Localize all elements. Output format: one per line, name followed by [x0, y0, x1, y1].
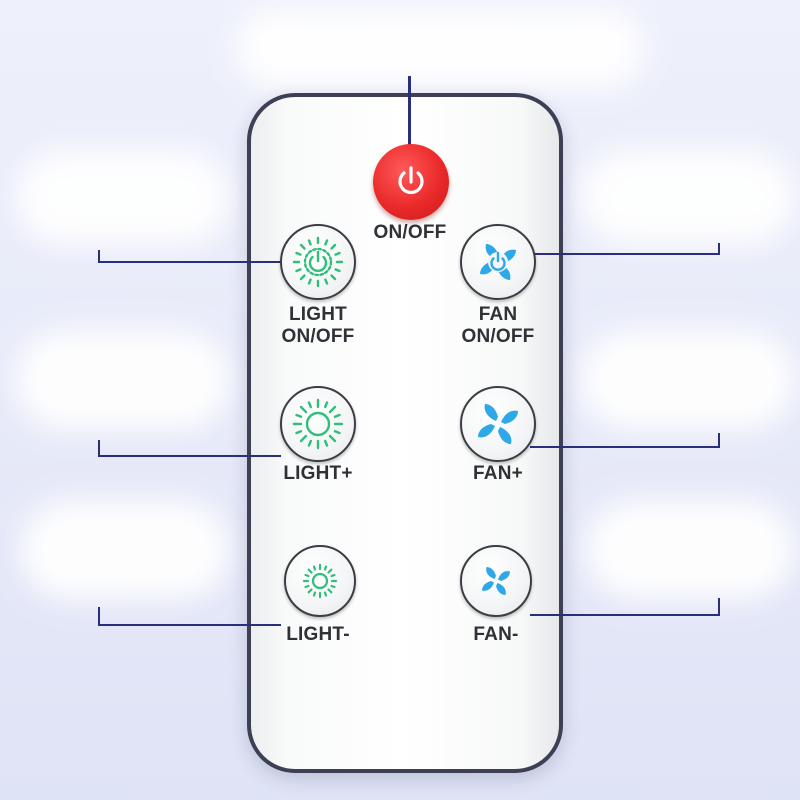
- power-icon: [398, 166, 424, 195]
- fan-plus-label: FAN+: [473, 463, 523, 484]
- fan-on-off-button[interactable]: [460, 224, 536, 300]
- callout-line-light-minus-tick: [98, 607, 100, 626]
- callout-line-light-onoff-tick: [98, 250, 100, 263]
- fan-minus-label: FAN-: [473, 624, 519, 645]
- light-on-off-label: LIGHT ON/OFF: [258, 304, 378, 348]
- light-on-off-label-line2: ON/OFF: [281, 326, 355, 347]
- callout-line-power: [408, 76, 411, 146]
- blurred-caption-left-2: [15, 330, 230, 430]
- fan-on-off-label: FAN ON/OFF: [438, 304, 558, 348]
- callout-line-fan-onoff: [530, 253, 720, 255]
- fan-on-off-label-line1: FAN: [478, 304, 518, 325]
- callout-line-light-plus-tick: [98, 440, 100, 457]
- callout-line-fan-onoff-tick: [718, 243, 720, 255]
- light-minus-button[interactable]: [284, 545, 356, 617]
- sun-large-icon: [292, 398, 344, 450]
- light-plus-button[interactable]: [280, 386, 356, 462]
- blurred-caption-right-1: [580, 150, 795, 245]
- sun-small-icon: [302, 563, 338, 599]
- callout-line-light-onoff: [98, 261, 281, 263]
- callout-line-fan-minus: [530, 614, 720, 616]
- blurred-caption-left-3: [20, 500, 230, 600]
- fan-large-icon: [478, 404, 518, 444]
- callout-line-fan-plus: [530, 446, 720, 448]
- fan-small-icon: [482, 567, 510, 595]
- power-button[interactable]: [373, 144, 449, 220]
- light-on-off-button[interactable]: [280, 224, 356, 300]
- fan-on-off-label-line2: ON/OFF: [461, 326, 535, 347]
- callout-line-fan-minus-tick: [718, 598, 720, 616]
- light-on-off-label-line1: LIGHT: [289, 304, 347, 325]
- fan-minus-button[interactable]: [460, 545, 532, 617]
- fan-power-icon: [480, 244, 516, 280]
- light-power-icon: [292, 236, 344, 288]
- fan-plus-button[interactable]: [460, 386, 536, 462]
- blurred-caption-right-2: [580, 330, 795, 430]
- light-minus-label: LIGHT-: [286, 624, 350, 645]
- callout-line-light-plus: [98, 455, 281, 457]
- callout-line-fan-plus-tick: [718, 433, 720, 448]
- light-plus-label: LIGHT+: [283, 463, 353, 484]
- blurred-caption-top: [235, 8, 645, 88]
- power-label: ON/OFF: [373, 222, 447, 243]
- callout-line-light-minus: [98, 624, 281, 626]
- blurred-caption-left-1: [15, 150, 230, 245]
- blurred-caption-right-3: [585, 500, 795, 600]
